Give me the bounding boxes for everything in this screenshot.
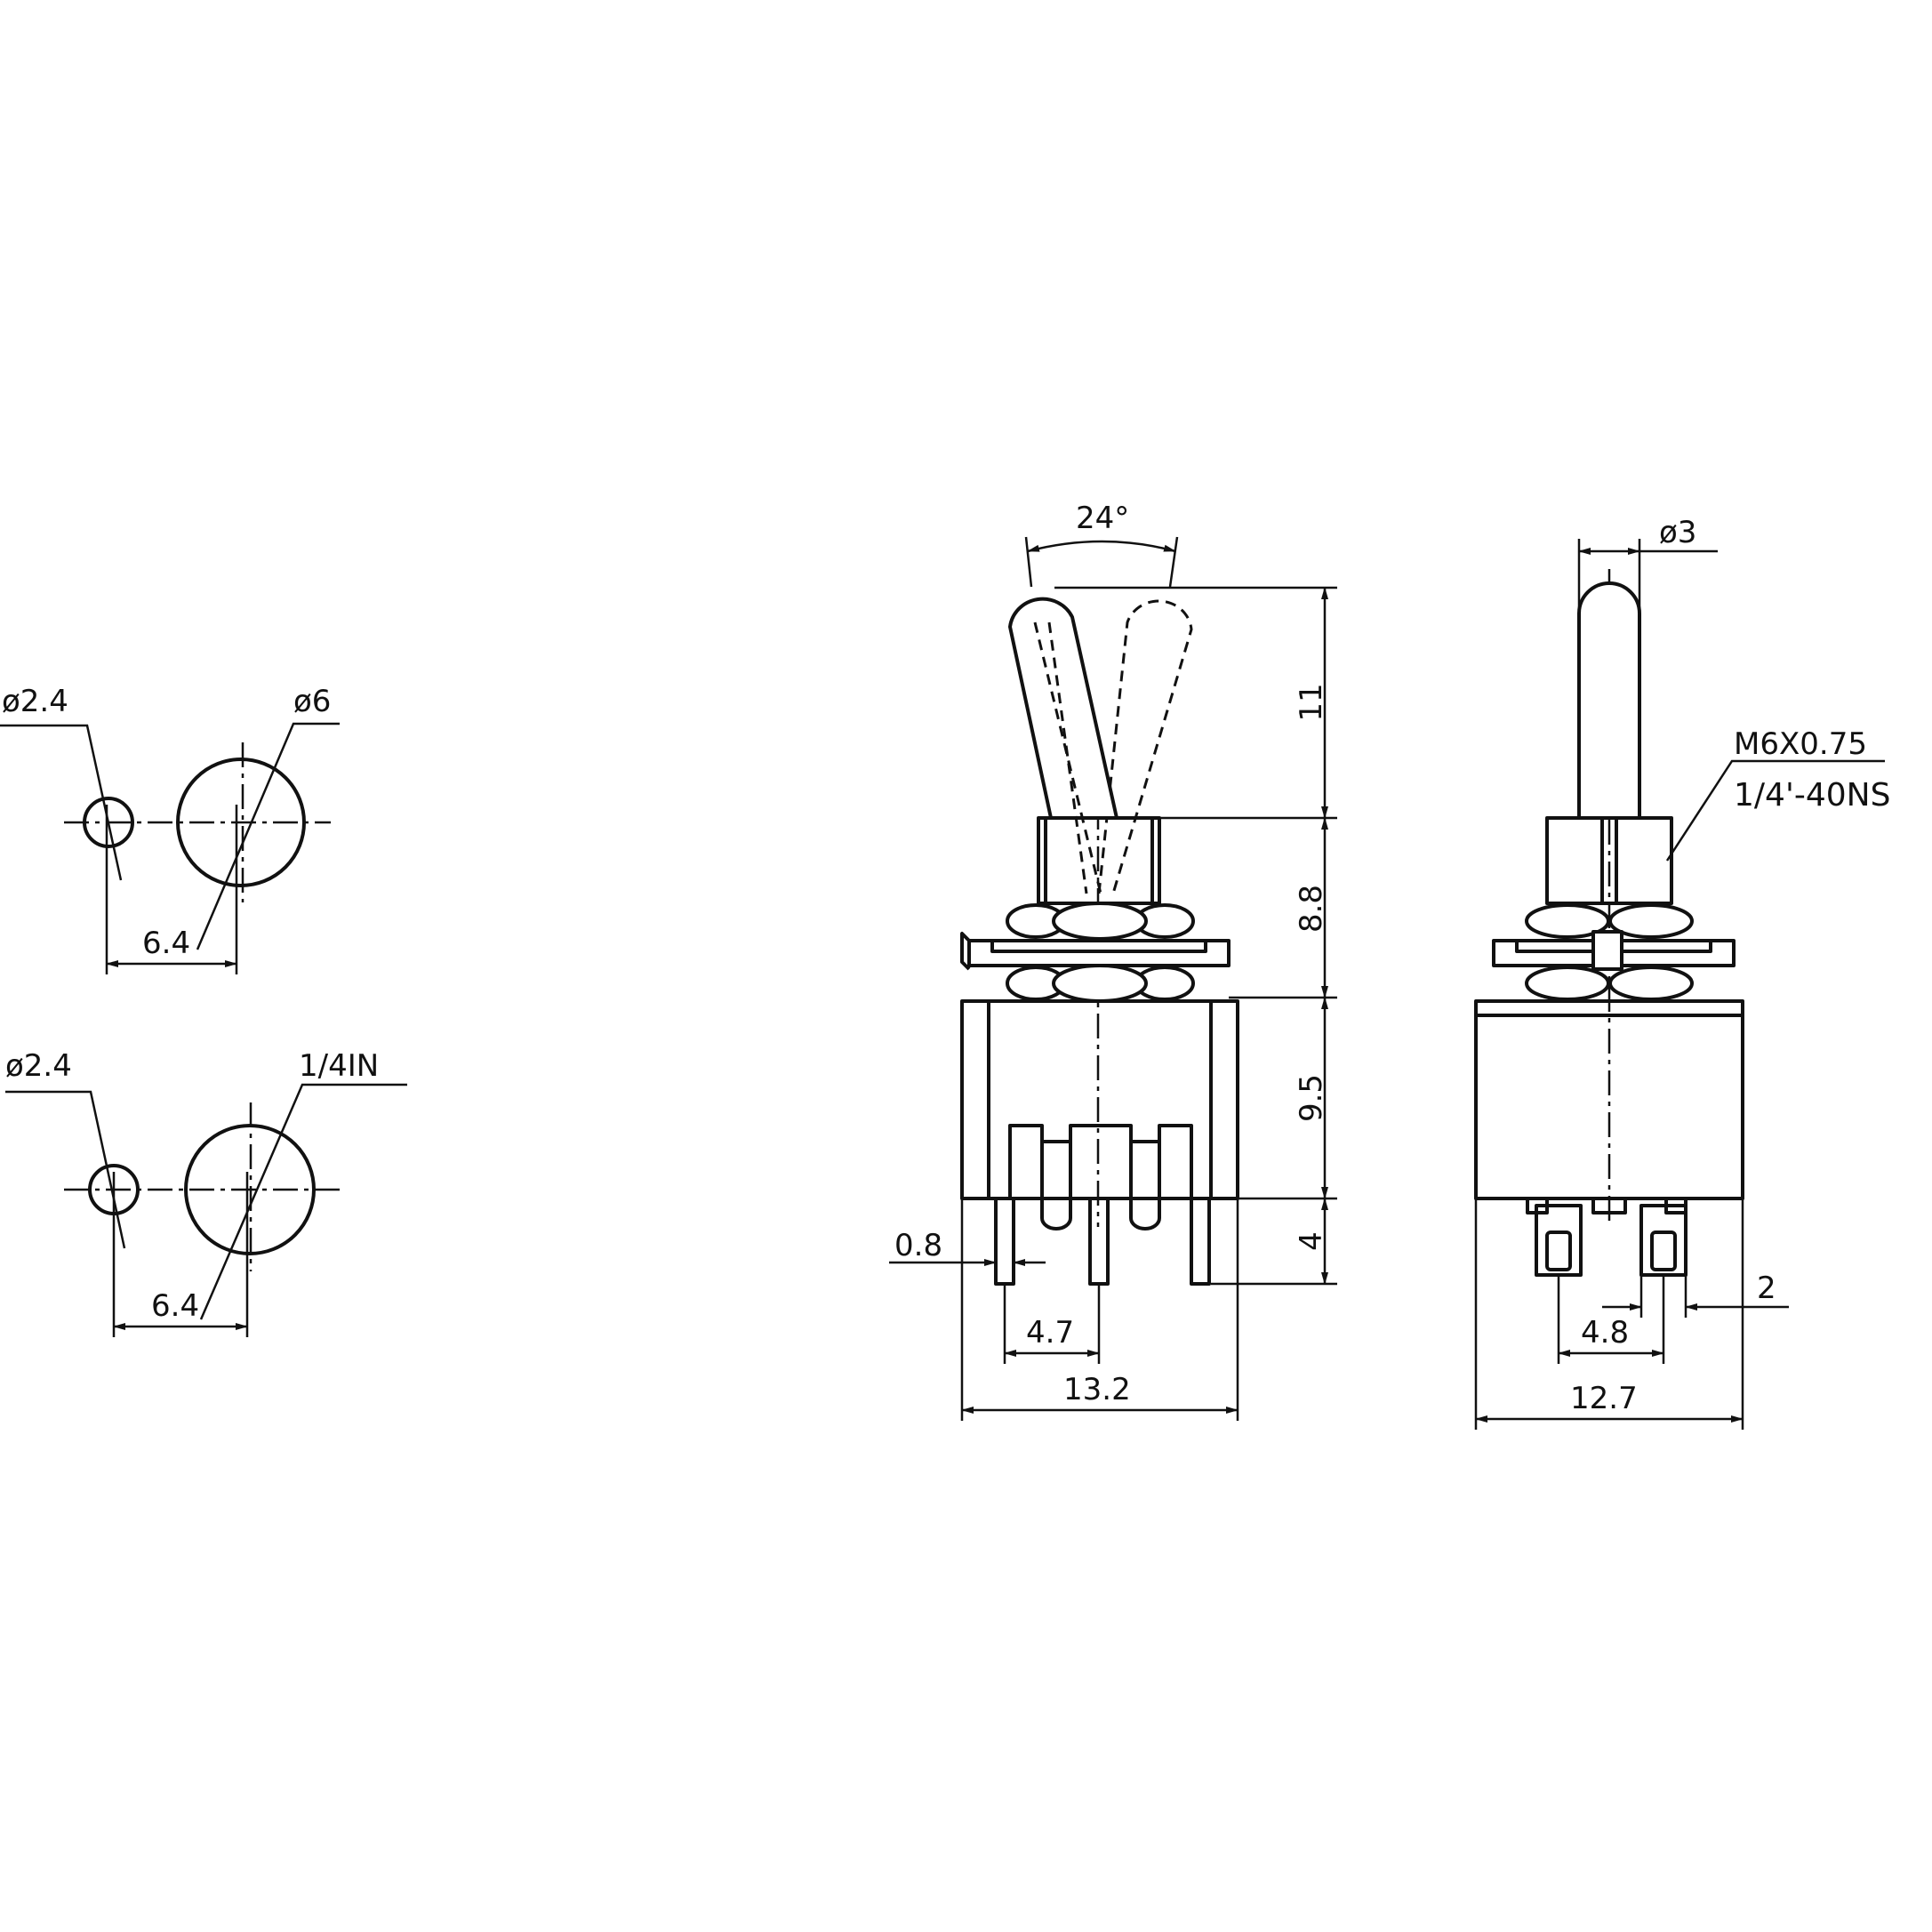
panel-cutout-quarter-inch: ø2.4 1/4IN 6.4 (5, 1048, 407, 1337)
height-body-label: 9.5 (1294, 1074, 1329, 1122)
terminal-thickness-label: 0.8 (894, 1228, 942, 1263)
switch-body (960, 999, 1239, 1200)
cutout2-large-hole-label: 1/4IN (299, 1048, 379, 1084)
terminal-pitch-label: 4.7 (1026, 1315, 1074, 1351)
hex-nut-lower (1006, 964, 1195, 1003)
height-lever-label: 11 (1294, 683, 1329, 721)
panel-cutout-ø6: ø2.4 ø6 6.4 (0, 684, 340, 974)
toggle-lever (1008, 597, 1118, 820)
lock-washer-side (1492, 930, 1736, 971)
thread-label-1: M6X0.75 (1734, 726, 1867, 762)
body-width-label: 13.2 (1063, 1372, 1131, 1407)
side-view: ø3 M6X0.75 1/4'-40NS 2 4.8 12.7 (1474, 515, 1890, 1430)
switch-body-side (1474, 999, 1744, 1200)
large-hole (176, 758, 306, 887)
hex-nut-upper (1006, 902, 1195, 941)
front-view: 24° 11 8.8 9.5 4 0.8 4.7 13.2 (889, 501, 1337, 1421)
small-hole (83, 797, 134, 848)
terminal-pins (994, 1197, 1211, 1286)
terminal-width-label: 2 (1757, 1271, 1776, 1306)
lever-alternate-position (1097, 599, 1193, 894)
lock-washer (960, 932, 1231, 971)
terminal-pitch-side-label: 4.8 (1581, 1315, 1629, 1351)
cutout2-spacing-label: 6.4 (151, 1288, 199, 1324)
bushing-side (1545, 816, 1673, 905)
lever-angle-label: 24° (1076, 501, 1129, 536)
cutout2-small-hole-label: ø2.4 (5, 1048, 72, 1084)
toggle-lever-side (1577, 581, 1641, 818)
large-hole (184, 1124, 316, 1255)
cutout1-small-hole-label: ø2.4 (2, 684, 68, 719)
terminal-pins-side (1526, 1198, 1687, 1277)
thread-label-2: 1/4'-40NS (1734, 777, 1890, 814)
height-terminal-label: 4 (1294, 1231, 1329, 1251)
body-width-side-label: 12.7 (1570, 1381, 1638, 1416)
cutout1-spacing-label: 6.4 (142, 926, 190, 961)
lever-diameter-label: ø3 (1659, 515, 1696, 550)
hex-nut-upper-side (1525, 903, 1694, 939)
hex-nut-lower-side (1525, 966, 1694, 1001)
height-bushing-label: 8.8 (1294, 885, 1329, 933)
cutout1-large-hole-label: ø6 (293, 684, 331, 719)
